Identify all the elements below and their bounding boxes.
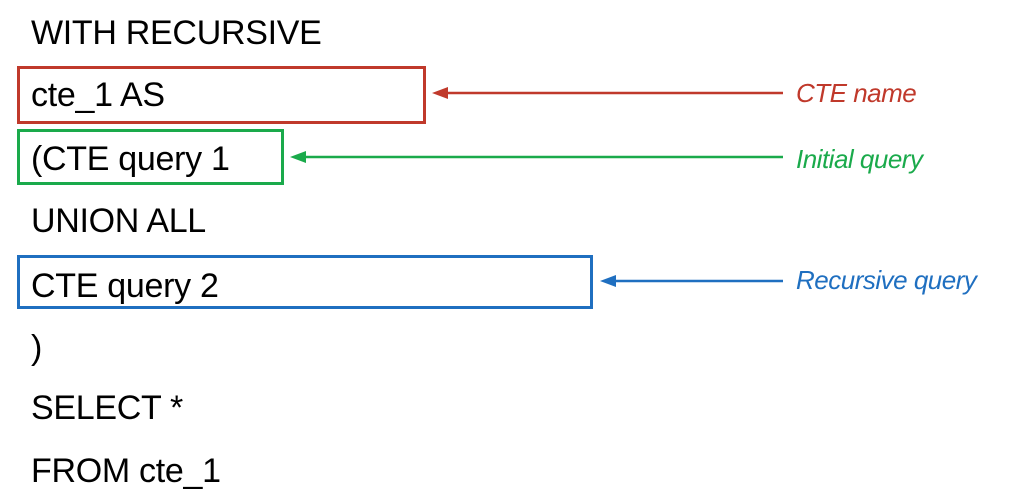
initial-query-label: Initial query [796, 144, 923, 174]
code-line-from: FROM cte_1 [31, 452, 221, 490]
cte-name-label: CTE name [796, 78, 917, 108]
code-line-select: SELECT * [31, 389, 183, 427]
code-line-recursive-query: CTE query 2 [31, 267, 219, 305]
initial-query-arrow [290, 151, 783, 163]
code-line-union-all: UNION ALL [31, 202, 206, 240]
cte-name-arrow [432, 87, 783, 99]
code-line-cte-name: cte_1 AS [31, 76, 165, 114]
cte-name-box [17, 66, 426, 124]
initial-query-box [17, 129, 284, 185]
code-line-close-paren: ) [31, 329, 43, 367]
code-line-initial-query: (CTE query 1 [31, 140, 230, 178]
code-line-with-recursive: WITH RECURSIVE [31, 14, 322, 52]
recursive-query-arrow [600, 275, 783, 287]
recursive-query-label: Recursive query [796, 265, 977, 295]
recursive-query-box [17, 255, 593, 309]
